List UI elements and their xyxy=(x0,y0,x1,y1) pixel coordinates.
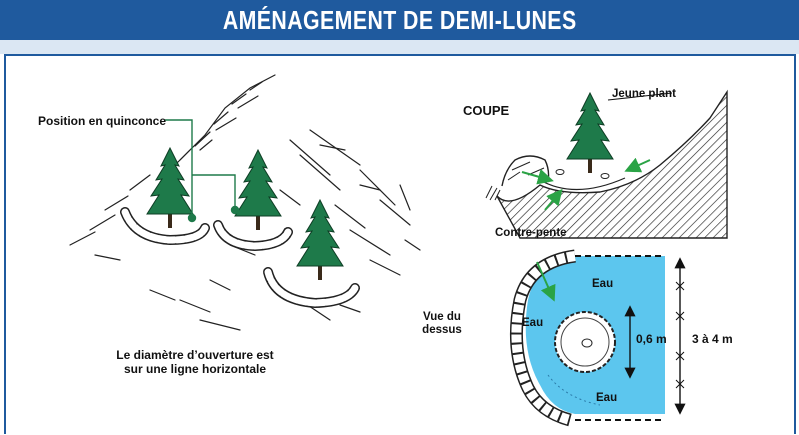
hillside-sketch xyxy=(69,74,421,331)
dimension-inner-label: 0,6 m xyxy=(636,332,667,346)
page-title: AMÉNAGEMENT DE DEMI-LUNES xyxy=(222,4,577,35)
coupe-section xyxy=(485,89,728,239)
demi-lune-2 xyxy=(213,149,293,252)
eau-bottom-label: Eau xyxy=(596,392,618,404)
dimension-outer-label: 3 à 4 m xyxy=(692,332,733,346)
coupe-title: COUPE xyxy=(463,103,510,118)
eau-left-label: Eau xyxy=(522,317,544,329)
demi-lune-3 xyxy=(263,199,360,309)
contre-pente-label: Contre-pente xyxy=(495,227,567,239)
title-band xyxy=(0,40,799,54)
caption-line-1: Le diamètre d’ouverture est xyxy=(116,348,274,362)
vue-dessus-line-2: dessus xyxy=(422,324,462,336)
caption-line-2: sur une ligne horizontale xyxy=(123,362,266,376)
position-quinconce-label: Position en quinconce xyxy=(38,114,167,128)
title-bar: AMÉNAGEMENT DE DEMI-LUNES xyxy=(0,0,799,40)
demi-lune-1 xyxy=(120,147,210,246)
jeune-plant-label: Jeune plant xyxy=(612,88,676,100)
quinconce-pointers xyxy=(165,119,240,223)
vue-dessus-line-1: Vue du xyxy=(423,311,461,323)
top-view xyxy=(509,249,686,427)
eau-top-label: Eau xyxy=(592,278,614,290)
